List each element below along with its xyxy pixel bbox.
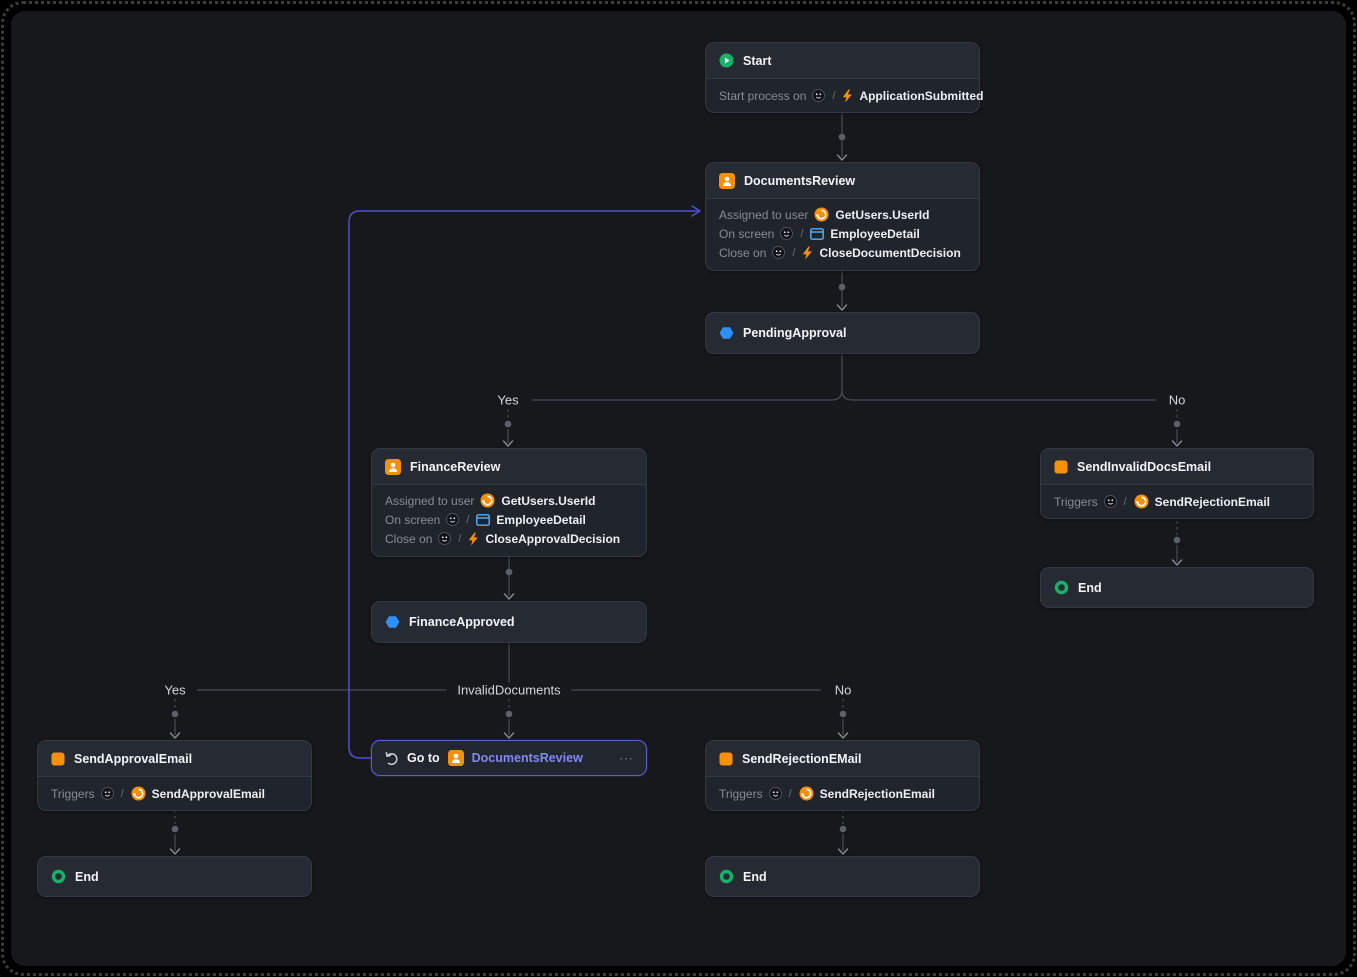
triggers-value: SendRejectionEmail [1154, 494, 1271, 509]
slash-separator: / [792, 246, 796, 259]
hexagon-icon [719, 326, 734, 340]
node-title: FinanceApproved [409, 615, 515, 629]
node-title: FinanceReview [410, 459, 501, 474]
user-badge-icon [447, 750, 464, 766]
slash-separator: / [458, 532, 462, 545]
node-title: Start [743, 53, 772, 68]
branch-label-yes-2: Yes [164, 682, 186, 698]
on-screen-label: On screen [719, 226, 775, 241]
node-title: SendRejectionEMail [742, 751, 862, 766]
app-logo-icon [768, 787, 782, 800]
node-start[interactable]: Start Start process on / ApplicationSubm… [705, 42, 984, 113]
close-on-label: Close on [385, 531, 433, 546]
branch-label-yes-1: Yes [497, 392, 519, 408]
assigned-user-value: GetUsers.UserId [501, 493, 596, 508]
screen-value: EmployeeDetail [496, 512, 586, 527]
node-send-rejection-email[interactable]: SendRejectionEMail Triggers / SendReject… [705, 740, 980, 811]
node-title: DocumentsReview [744, 173, 856, 188]
node-end-bottom[interactable]: End [705, 856, 980, 897]
assigned-user-value: GetUsers.UserId [835, 207, 930, 222]
assigned-to-user-label: Assigned to user [719, 207, 809, 222]
branch-label-invalid-documents: InvalidDocuments [446, 682, 572, 698]
orange-square-icon [51, 752, 65, 766]
node-goto-documents-review[interactable]: Go to DocumentsReview ⋯ [371, 740, 647, 776]
node-header: SendInvalidDocsEmail [1041, 449, 1313, 485]
app-logo-icon [772, 246, 786, 259]
circular-arrow-orange-icon [1134, 494, 1149, 509]
assigned-to-user-label: Assigned to user [385, 493, 475, 508]
slash-separator: / [788, 787, 792, 800]
circular-arrow-orange-icon [799, 786, 814, 801]
slash-separator: / [800, 227, 804, 240]
node-header: SendRejectionEMail [706, 741, 979, 777]
close-event-value: CloseApprovalDecision [485, 531, 621, 546]
app-logo-icon [1103, 495, 1117, 508]
app-logo-icon [812, 89, 826, 102]
app-logo-icon [100, 787, 114, 800]
triggers-value: SendRejectionEmail [819, 786, 936, 801]
node-end-right[interactable]: End [1040, 567, 1314, 608]
node-title: PendingApproval [743, 326, 847, 340]
close-event-value: CloseDocumentDecision [819, 245, 961, 260]
bolt-icon [802, 246, 813, 260]
node-start-header: Start [706, 43, 979, 79]
node-send-invalid-docs-email[interactable]: SendInvalidDocsEmail Triggers / SendReje… [1040, 448, 1314, 519]
ring-icon [719, 869, 734, 884]
node-title: End [75, 869, 99, 884]
node-documents-review[interactable]: DocumentsReview Assigned to user GetUser… [705, 162, 980, 271]
user-badge-icon [385, 458, 401, 475]
bolt-icon [468, 532, 479, 546]
ring-icon [1054, 580, 1069, 595]
node-end-left[interactable]: End [37, 856, 312, 897]
triggers-value: SendApprovalEmail [151, 786, 266, 801]
app-logo-icon [446, 513, 460, 526]
node-title: SendInvalidDocsEmail [1077, 459, 1212, 474]
node-title: SendApprovalEmail [74, 751, 193, 766]
bolt-icon [842, 89, 853, 103]
node-send-approval-email[interactable]: SendApprovalEmail Triggers / SendApprova… [37, 740, 312, 811]
slash-separator: / [120, 787, 124, 800]
node-finance-review-header: FinanceReview [372, 449, 646, 485]
branch-label-no-2: No [834, 682, 852, 698]
node-finance-approved[interactable]: FinanceApproved [371, 601, 647, 643]
screen-window-icon [476, 513, 491, 526]
orange-square-icon [1054, 460, 1068, 474]
app-logo-icon [438, 532, 452, 545]
node-title: End [743, 869, 767, 884]
slash-separator: / [1123, 495, 1127, 508]
circular-arrow-orange-icon [131, 786, 146, 801]
branch-label-no-1: No [1168, 392, 1186, 408]
node-title: End [1078, 580, 1102, 595]
rotate-arrow-icon [384, 751, 399, 766]
node-finance-review[interactable]: FinanceReview Assigned to user GetUsers.… [371, 448, 647, 557]
slash-separator: / [832, 89, 836, 102]
app-logo-icon [780, 227, 794, 240]
start-event-name: ApplicationSubmitted [859, 88, 984, 103]
on-screen-label: On screen [385, 512, 441, 527]
ring-icon [51, 869, 66, 884]
triggers-label: Triggers [1054, 494, 1098, 509]
goto-edge [348, 205, 701, 759]
orange-square-icon [719, 752, 733, 766]
user-badge-icon [719, 172, 735, 189]
node-pending-approval[interactable]: PendingApproval [705, 312, 980, 354]
goto-label: Go to [407, 751, 440, 765]
slash-separator: / [466, 513, 470, 526]
hexagon-icon [385, 615, 400, 629]
circular-arrow-orange-icon [814, 207, 829, 222]
ellipsis-icon[interactable]: ⋯ [619, 749, 634, 766]
triggers-label: Triggers [719, 786, 763, 801]
circular-arrow-orange-icon [480, 493, 495, 508]
triggers-label: Triggers [51, 786, 95, 801]
close-on-label: Close on [719, 245, 767, 260]
goto-target-name: DocumentsReview [471, 751, 583, 765]
node-header: SendApprovalEmail [38, 741, 311, 777]
start-process-on-label: Start process on [719, 88, 807, 103]
screen-window-icon [810, 227, 825, 240]
screen-value: EmployeeDetail [830, 226, 920, 241]
node-documents-review-header: DocumentsReview [706, 163, 979, 199]
play-circle-icon [719, 53, 734, 68]
